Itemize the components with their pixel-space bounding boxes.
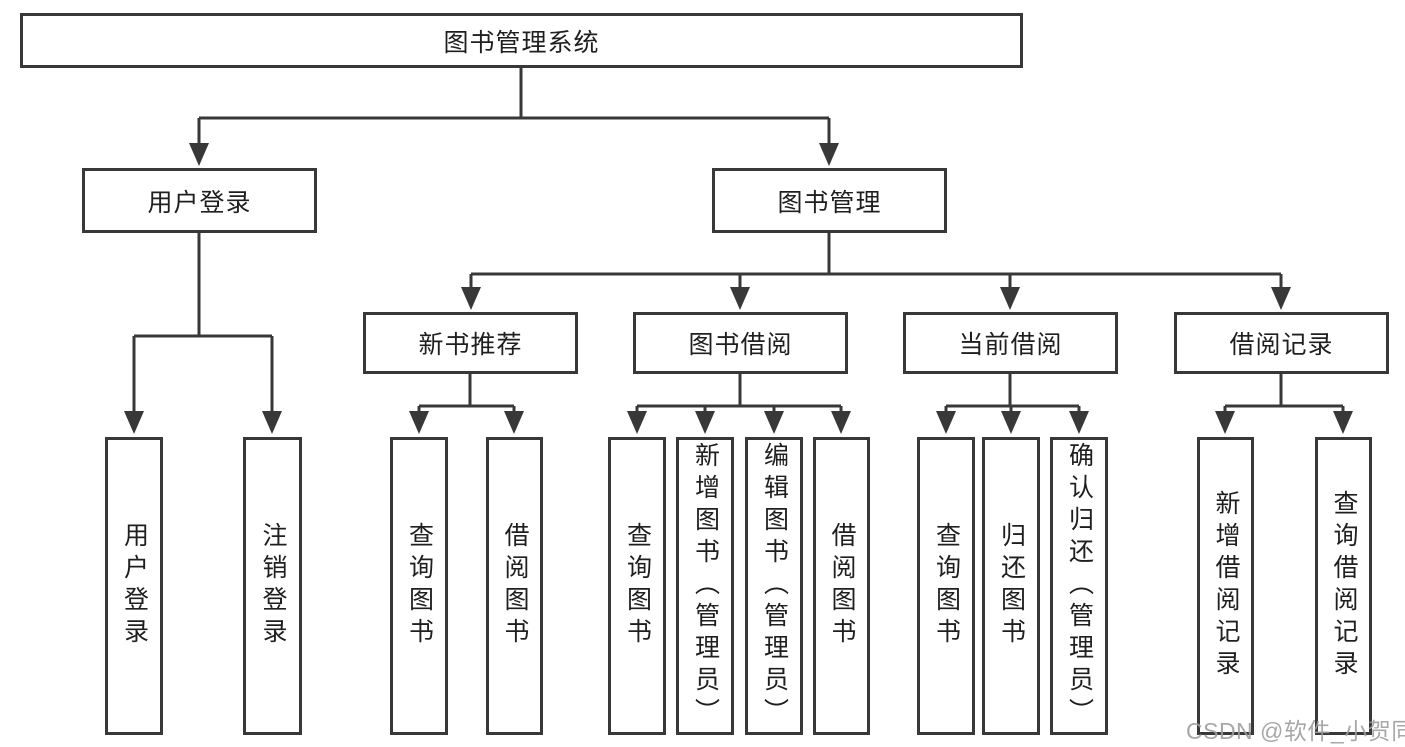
leaf-bb-query-books-label: 查询图书 (623, 522, 652, 650)
node-current-borrow: 当前借阅 (903, 312, 1118, 374)
leaf-br-query-record: 查询借阅记录 (1315, 437, 1372, 735)
leaf-cb-query-books-label: 查询图书 (932, 522, 961, 650)
leaf-logout: 注销登录 (243, 437, 302, 735)
leaf-cb-query-books: 查询图书 (917, 437, 975, 735)
leaf-logout-label: 注销登录 (259, 522, 287, 650)
leaf-bb-edit-books: 编辑图书（管理员） (745, 437, 803, 735)
leaf-rec-query-books-label: 查询图书 (405, 522, 434, 650)
node-root: 图书管理系统 (20, 13, 1023, 68)
leaf-rec-borrow-books-label: 借阅图书 (501, 522, 529, 650)
node-new-book-rec: 新书推荐 (363, 312, 578, 374)
leaf-br-add-record: 新增借阅记录 (1197, 437, 1254, 735)
leaf-br-add-record-label: 新增借阅记录 (1212, 490, 1240, 682)
node-book-mgmt: 图书管理 (712, 168, 947, 233)
leaf-bb-borrow-books: 借阅图书 (813, 437, 870, 735)
leaf-bb-add-books: 新增图书（管理员） (676, 437, 734, 735)
leaf-bb-borrow-books-label: 借阅图书 (828, 522, 856, 650)
leaf-rec-borrow-books: 借阅图书 (486, 437, 543, 735)
leaf-bb-query-books: 查询图书 (608, 437, 666, 735)
leaf-cb-return-books: 归还图书 (982, 437, 1040, 735)
leaf-rec-query-books: 查询图书 (390, 437, 448, 735)
csdn-watermark: CSDN @软件_小贺同学 (1186, 718, 1405, 744)
node-book-borrow: 图书借阅 (633, 312, 848, 374)
leaf-user-login: 用户登录 (105, 437, 163, 735)
leaf-cb-confirm-return-label: 确认归还（管理员） (1065, 442, 1094, 730)
node-borrow-records: 借阅记录 (1174, 312, 1389, 374)
leaf-user-login-label: 用户登录 (120, 522, 149, 650)
tree-edges (132, 68, 1345, 415)
leaf-bb-edit-books-label: 编辑图书（管理员） (760, 442, 789, 730)
leaf-bb-add-books-label: 新增图书（管理员） (691, 442, 720, 730)
arrowheads (124, 143, 1353, 434)
leaf-cb-return-books-label: 归还图书 (997, 522, 1026, 650)
leaf-cb-confirm-return: 确认归还（管理员） (1050, 437, 1108, 735)
leaf-br-query-record-label: 查询借阅记录 (1330, 490, 1358, 682)
node-user-login: 用户登录 (82, 168, 317, 233)
